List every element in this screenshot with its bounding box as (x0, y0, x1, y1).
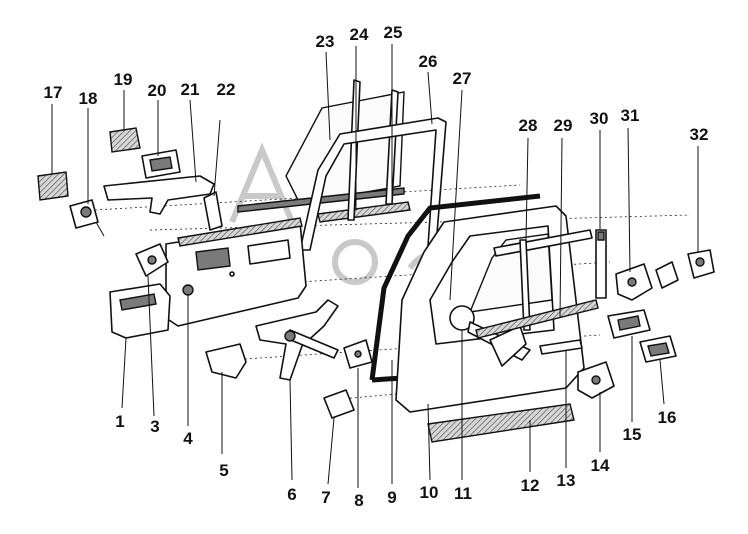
label-23: 23 (316, 32, 335, 51)
label-31: 31 (621, 106, 640, 125)
label-22: 22 (217, 80, 236, 99)
part-13-bar (539, 339, 583, 355)
label-10: 10 (420, 483, 439, 502)
part-3-latch (135, 243, 169, 277)
part-number-labels: 1 2 3 4 5 6 7 8 9 10 11 12 13 14 15 16 1… (44, 23, 709, 510)
part-1-armrest (109, 283, 171, 339)
label-17: 17 (44, 83, 63, 102)
part-22-rod (203, 119, 223, 231)
part-30-guide-rail (595, 229, 607, 299)
label-7: 7 (321, 488, 330, 507)
label-24: 24 (350, 25, 369, 44)
label-32: 32 (690, 125, 709, 144)
label-13: 13 (557, 471, 576, 490)
part-15-outer-handle (607, 309, 651, 339)
part-32-striker (687, 249, 715, 279)
label-25: 25 (384, 23, 403, 42)
label-27: 27 (453, 69, 472, 88)
label-29: 29 (554, 116, 573, 135)
part-31-lock-assembly (615, 261, 679, 301)
inner-door-trim-panel (165, 217, 307, 327)
label-3: 3 (150, 417, 159, 436)
label-30: 30 (590, 109, 609, 128)
leader-lines (51, 44, 699, 488)
label-20: 20 (148, 81, 167, 100)
part-5-hinge (205, 343, 247, 379)
part-17-plate (37, 171, 69, 201)
label-21: 21 (181, 80, 200, 99)
label-11: 11 (454, 484, 472, 503)
part-11-regulator-mechanism (449, 299, 599, 367)
label-28: 28 (519, 116, 538, 135)
label-4: 4 (183, 429, 193, 448)
part-16-handle-bezel (639, 335, 677, 363)
label-5: 5 (219, 461, 228, 480)
label-26: 26 (419, 52, 438, 71)
part-18-lock-cylinder (69, 199, 105, 237)
part-6-window-regulator (255, 299, 339, 381)
part-19-bracket (109, 127, 141, 153)
label-8: 8 (354, 491, 363, 510)
label-6: 6 (287, 485, 296, 504)
part-20-handle (141, 149, 181, 179)
part-14-door-lock (577, 361, 615, 399)
label-1: 1 (115, 412, 124, 431)
part-21-linkage (103, 175, 215, 215)
label-16: 16 (658, 408, 677, 427)
label-14: 14 (591, 456, 610, 475)
label-15: 15 (623, 425, 642, 444)
label-9: 9 (387, 488, 396, 507)
label-12: 12 (521, 476, 540, 495)
label-18: 18 (79, 89, 98, 108)
part-8-clip (343, 339, 373, 369)
label-19: 19 (114, 70, 133, 89)
part-12-lower-trim (427, 403, 575, 443)
part-7-bracket (323, 389, 355, 419)
part-28-29-window-channel (493, 229, 593, 331)
